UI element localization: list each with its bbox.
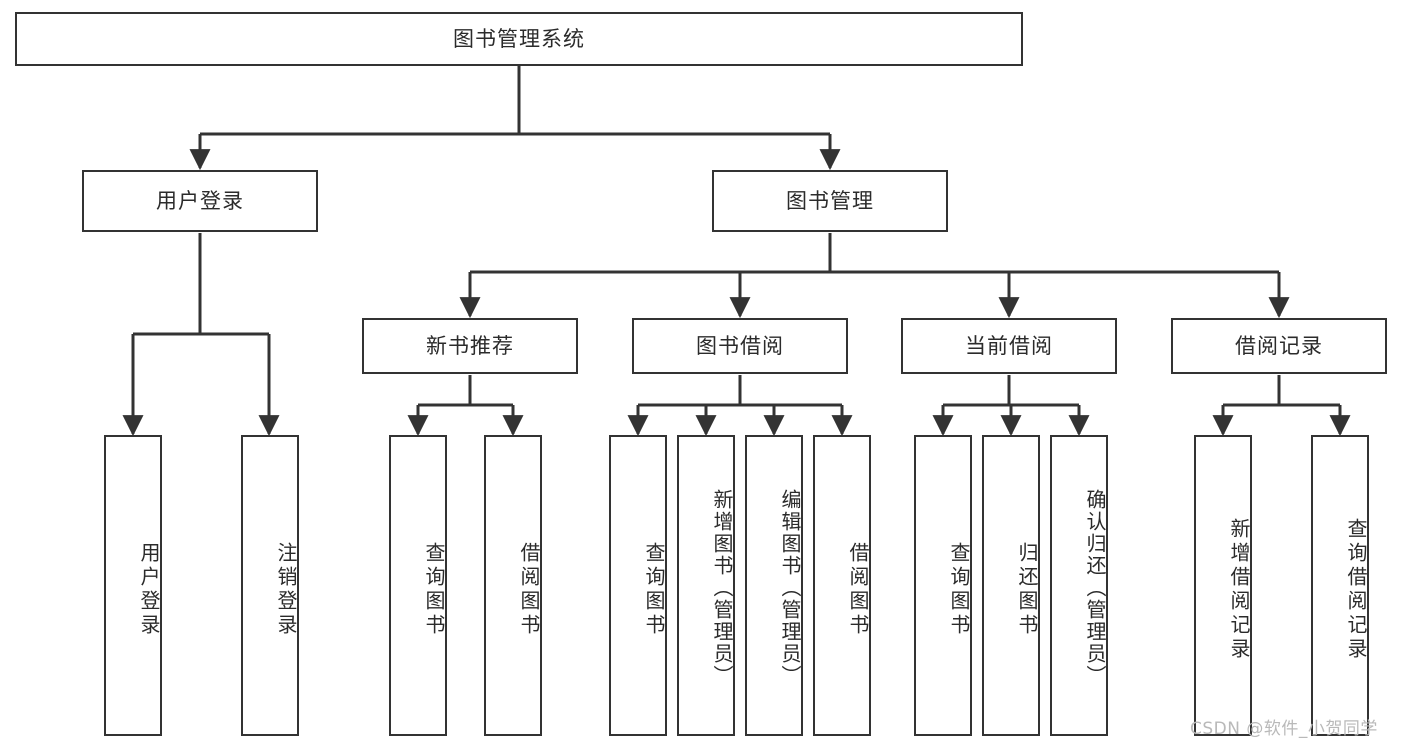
leaf-borrow-record-2-label: 查询借阅记录: [1344, 517, 1368, 662]
leaf-current-borrow-1-label: 查询图书: [947, 541, 971, 638]
node-book-borrow[interactable]: 图书借阅: [632, 318, 848, 374]
leaf-new-book-1-label: 查询图书: [422, 541, 446, 638]
leaf-book-borrow-4[interactable]: 借阅图书: [813, 435, 871, 736]
node-user-login-label: 用户登录: [156, 188, 244, 213]
leaf-user-login-2[interactable]: 注销登录: [241, 435, 299, 736]
node-new-book-recommend[interactable]: 新书推荐: [362, 318, 578, 374]
leaf-book-borrow-4-label: 借阅图书: [846, 541, 870, 638]
leaf-user-login-2-label: 注销登录: [274, 541, 298, 638]
leaf-current-borrow-1[interactable]: 查询图书: [914, 435, 972, 736]
leaf-current-borrow-3-label: 确认归还（管理员）: [1083, 488, 1107, 687]
leaf-book-borrow-3-label: 编辑图书（管理员）: [778, 488, 802, 687]
node-book-manage-label: 图书管理: [786, 188, 874, 213]
leaf-new-book-2-label: 借阅图书: [517, 541, 541, 638]
leaf-user-login-1[interactable]: 用户登录: [104, 435, 162, 736]
node-root[interactable]: 图书管理系统: [15, 12, 1023, 66]
node-borrow-record-label: 借阅记录: [1235, 333, 1323, 358]
node-book-manage[interactable]: 图书管理: [712, 170, 948, 232]
node-current-borrow[interactable]: 当前借阅: [901, 318, 1117, 374]
node-root-label: 图书管理系统: [453, 26, 585, 51]
leaf-book-borrow-3[interactable]: 编辑图书（管理员）: [745, 435, 803, 736]
node-user-login[interactable]: 用户登录: [82, 170, 318, 232]
leaf-book-borrow-1-label: 查询图书: [642, 541, 666, 638]
leaf-new-book-1[interactable]: 查询图书: [389, 435, 447, 736]
node-book-borrow-label: 图书借阅: [696, 333, 784, 358]
leaf-borrow-record-1-label: 新增借阅记录: [1227, 517, 1251, 662]
leaf-new-book-2[interactable]: 借阅图书: [484, 435, 542, 736]
leaf-borrow-record-2[interactable]: 查询借阅记录: [1311, 435, 1369, 736]
leaf-current-borrow-3[interactable]: 确认归还（管理员）: [1050, 435, 1108, 736]
node-current-borrow-label: 当前借阅: [965, 333, 1053, 358]
leaf-borrow-record-1[interactable]: 新增借阅记录: [1194, 435, 1252, 736]
node-new-book-recommend-label: 新书推荐: [426, 333, 514, 358]
leaf-user-login-1-label: 用户登录: [137, 541, 161, 638]
csdn-watermark: CSDN @软件_小贺同学: [1190, 719, 1378, 739]
leaf-book-borrow-2-label: 新增图书（管理员）: [710, 488, 734, 687]
leaf-current-borrow-2-label: 归还图书: [1015, 541, 1039, 638]
leaf-book-borrow-1[interactable]: 查询图书: [609, 435, 667, 736]
node-borrow-record[interactable]: 借阅记录: [1171, 318, 1387, 374]
leaf-current-borrow-2[interactable]: 归还图书: [982, 435, 1040, 736]
leaf-book-borrow-2[interactable]: 新增图书（管理员）: [677, 435, 735, 736]
